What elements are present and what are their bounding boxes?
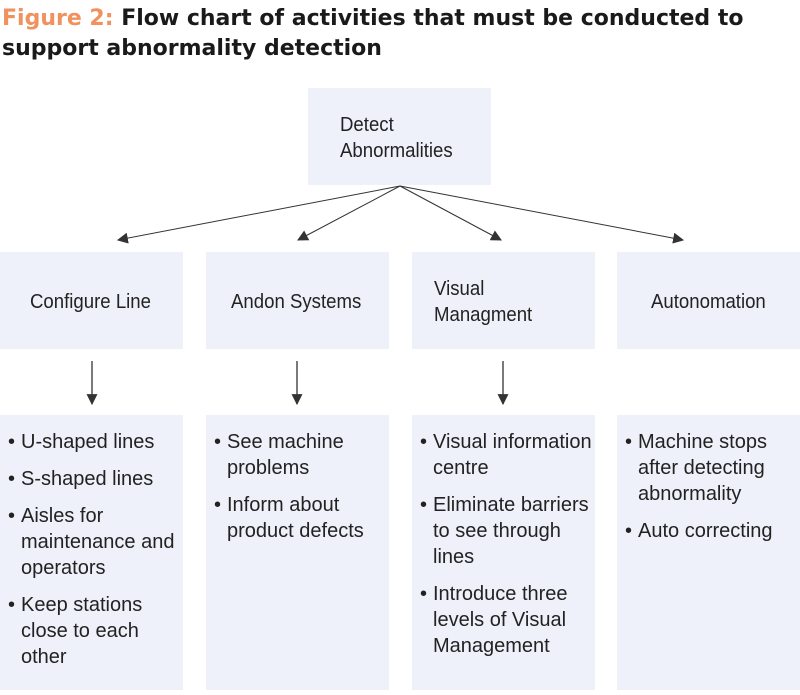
detail-box-configure-line: U-shaped lines S-shaped lines Aisles for… [0, 415, 183, 690]
arrow-root-to-andon-systems [297, 185, 401, 241]
detail-box-visual-managment: Visual information centre Eliminate barr… [412, 415, 595, 690]
figure-title: Figure 2: Flow chart of activities that … [2, 4, 798, 64]
arrow-root-to-configure-line [116, 185, 401, 244]
category-label: Autonomation [651, 291, 766, 313]
list-item: Keep stations close to each other [8, 592, 178, 670]
list-item: Aisles for maintenance and operators [8, 503, 178, 581]
figure-title-text: Flow chart of activities that must be co… [2, 6, 744, 61]
root-node-line2: Abnormalities [340, 140, 453, 162]
category-label: Visual Managment [434, 278, 533, 326]
category-node-visual-managment: Visual Managment [412, 252, 595, 349]
figure-label: Figure 2: [2, 6, 114, 31]
root-node: Detect Abnormalities [308, 88, 491, 185]
bullet-list: U-shaped lines S-shaped lines Aisles for… [8, 429, 178, 681]
bullet-list: Visual information centre Eliminate barr… [420, 429, 592, 670]
detail-box-andon-systems: See machine problems Inform about produc… [206, 415, 389, 690]
list-item: S-shaped lines [8, 466, 178, 492]
category-node-configure-line: Configure Line [0, 252, 183, 349]
list-item: Inform about product defects [214, 492, 384, 544]
list-item: Visual information centre [420, 429, 592, 481]
root-node-line1: Detect [340, 114, 394, 136]
bullet-list: Machine stops after detecting abnormalit… [625, 429, 795, 555]
list-item: U-shaped lines [8, 429, 178, 455]
arrow-root-to-autonomation [399, 185, 685, 244]
category-node-andon-systems: Andon Systems [206, 252, 389, 349]
category-label: Andon Systems [231, 291, 362, 313]
bullet-list: See machine problems Inform about produc… [214, 429, 384, 555]
category-node-autonomation: Autonomation [617, 252, 800, 349]
list-item: Introduce three levels of Visual Managem… [420, 581, 592, 659]
category-label: Configure Line [30, 291, 151, 313]
arrow-root-to-visual-managment [399, 185, 502, 241]
list-item: Machine stops after detecting abnormalit… [625, 429, 795, 507]
detail-box-autonomation: Machine stops after detecting abnormalit… [617, 415, 800, 690]
list-item: Eliminate barriers to see through lines [420, 492, 592, 570]
list-item: Auto correcting [625, 518, 795, 544]
list-item: See machine problems [214, 429, 384, 481]
